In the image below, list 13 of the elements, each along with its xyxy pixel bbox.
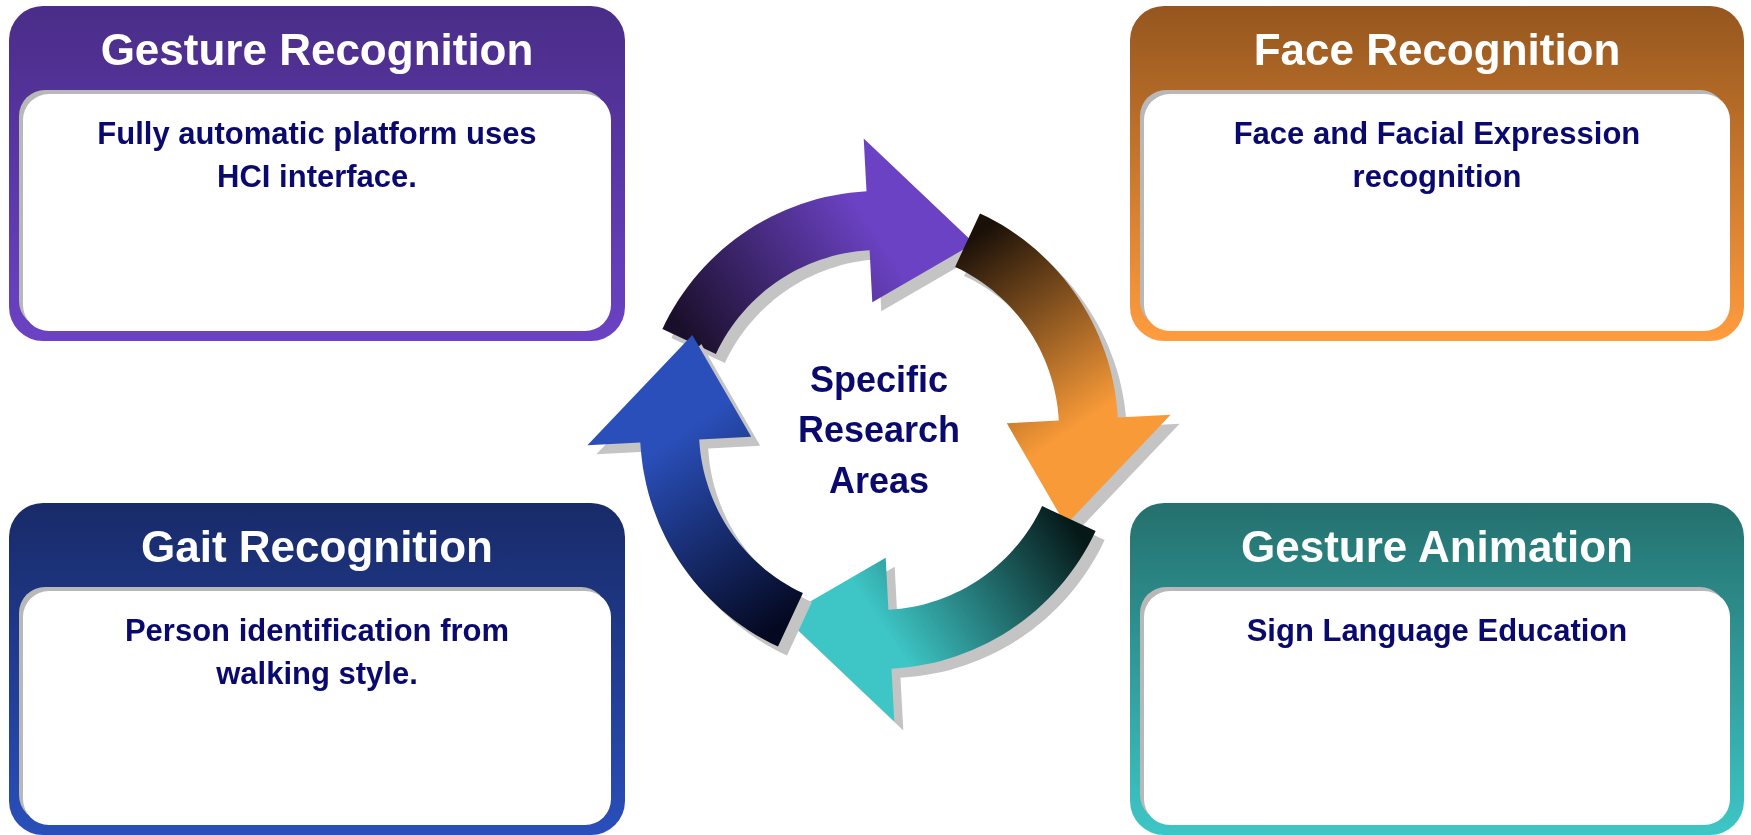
description-text: Face and Facial Expression recognition — [1232, 115, 1642, 197]
card-heading: Gait Recognition — [140, 521, 494, 573]
card — [9, 503, 625, 835]
card — [1130, 503, 1744, 835]
card-heading: Gesture Recognition — [99, 24, 535, 76]
card-heading: Gesture Animation — [1240, 521, 1634, 573]
description-text: Fully automatic platform uses HCI interface. — [96, 115, 538, 197]
description-text: Person identification from walking style. — [123, 612, 511, 694]
center-title: Specific Research Areas — [759, 355, 999, 507]
card — [1130, 6, 1744, 341]
description-text: Sign Language Education — [1245, 612, 1629, 650]
card — [9, 6, 625, 341]
card-heading: Face Recognition — [1252, 24, 1622, 76]
